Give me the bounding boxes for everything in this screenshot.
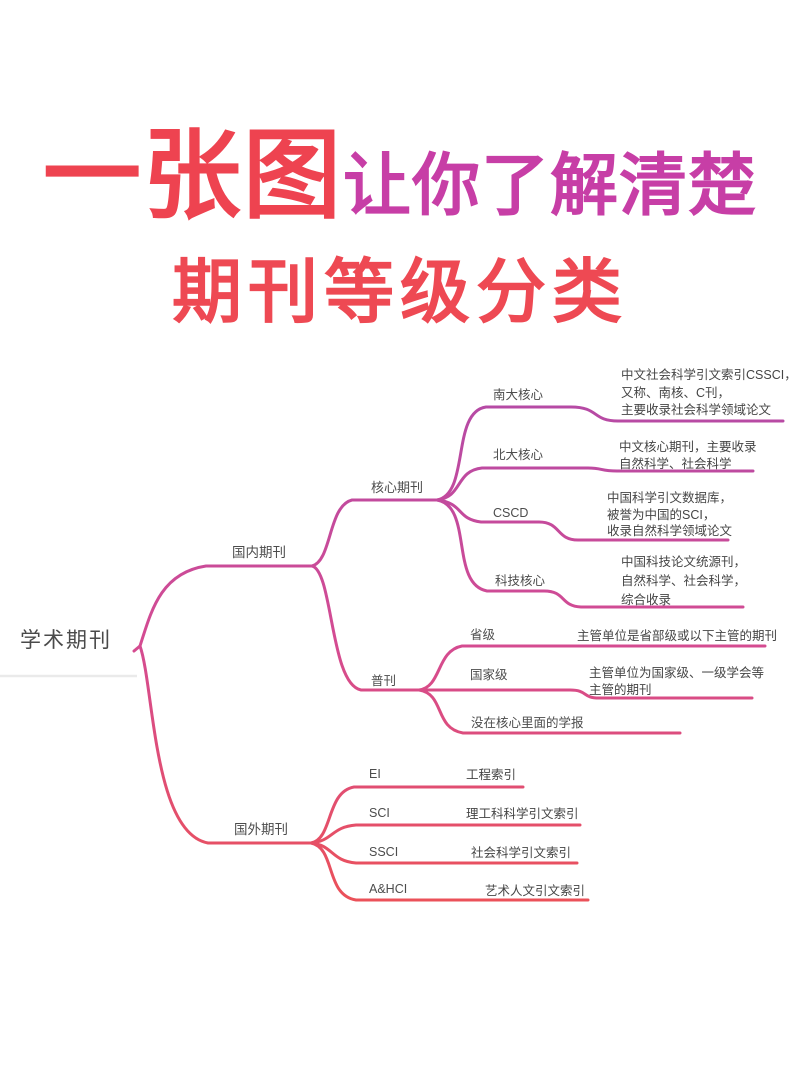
- desc-keji-line3: 综合收录: [621, 593, 672, 607]
- desc-nanda-line2: 又称、南核、C刊，: [621, 385, 731, 400]
- node-core-label: 核心期刊: [371, 480, 424, 495]
- poster-title-line1: 一张图 让你了解清楚: [0, 96, 800, 238]
- title-rest-text: 让你了解清楚: [343, 148, 758, 224]
- branch-pukan-shengji: [417, 644, 767, 692]
- desc-shengji: 主管单位是省部级或以下主管的期刊: [577, 629, 778, 643]
- desc-nanda: 中文社会科学引文索引CSSCI， 又称、南核、C刊， 主要收录社会科学领域论文: [621, 367, 797, 420]
- branch-core-beida: [435, 466, 755, 502]
- desc-guojiaji-line1: 主管单位为国家级、一级学会等: [589, 666, 765, 680]
- branch-core-nanda: [435, 405, 785, 502]
- poster-title-line2: 期刊等级分类: [172, 253, 628, 331]
- branch-foreign-ei: [309, 785, 525, 845]
- desc-beida-line2: 自然科学、社会科学: [619, 456, 732, 471]
- desc-cscd-line2: 被誉为中国的SCI，: [607, 507, 716, 522]
- desc-keji: 中国科技论文统源刊， 自然科学、社会科学， 综合收录: [621, 553, 746, 610]
- desc-ssci: 社会科学引文索引: [471, 846, 572, 860]
- node-ssci-label: SSCI: [369, 845, 399, 859]
- branch-foreign-ahci: [309, 841, 590, 902]
- desc-ahci: 艺术人文引文索引: [485, 884, 586, 898]
- node-shengji-label: 省级: [470, 628, 496, 642]
- node-keji-label: 科技核心: [495, 574, 546, 588]
- desc-sci: 理工科科学引文索引: [466, 807, 579, 821]
- node-cscd-label: CSCD: [493, 506, 529, 520]
- desc-ei: 工程索引: [466, 768, 517, 782]
- desc-cscd: 中国科学引文数据库， 被誉为中国的SCI， 收录自然科学领域论文: [607, 490, 732, 540]
- node-foreign-label: 国外期刊: [234, 822, 288, 837]
- desc-keji-line1: 中国科技论文统源刊，: [621, 555, 747, 569]
- node-beida-label: 北大核心: [493, 448, 544, 462]
- desc-nanda-line3: 主要收录社会科学领域论文: [621, 403, 772, 417]
- node-guojiaji-label: 国家级: [470, 668, 508, 682]
- branch-domestic-core: [310, 498, 439, 568]
- node-domestic-label: 国内期刊: [232, 545, 286, 560]
- node-ahci-label: A&HCI: [369, 882, 408, 896]
- node-ei-label: EI: [369, 767, 381, 781]
- root-node-tick: [132, 644, 142, 653]
- desc-beida-line1: 中文核心期刊，主要收录: [619, 440, 757, 454]
- node-root-label: 学术期刊: [20, 629, 112, 652]
- desc-cscd-line3: 收录自然科学领域论文: [607, 524, 733, 538]
- desc-guojiaji: 主管单位为国家级、一级学会等 主管的期刊: [589, 665, 764, 699]
- desc-nanda-line1: 中文社会科学引文索引CSSCI，: [621, 368, 797, 382]
- branch-foreign-sci: [309, 823, 582, 845]
- branch-domestic-pukan: [310, 564, 421, 692]
- node-xuebao-label: 没在核心里面的学报: [471, 716, 584, 730]
- node-nanda-label: 南大核心: [493, 388, 544, 402]
- branch-root-foreign: [138, 644, 313, 845]
- branch-core-cscd: [435, 498, 730, 542]
- title-accent-text: 一张图: [42, 120, 343, 230]
- desc-beida: 中文核心期刊，主要收录 自然科学、社会科学: [619, 439, 757, 472]
- node-sci-label: SCI: [369, 806, 390, 820]
- branch-root-domestic: [138, 564, 314, 648]
- branch-core-keji: [435, 498, 745, 609]
- desc-cscd-line1: 中国科学引文数据库，: [607, 491, 733, 505]
- branch-pukan-xuebao: [417, 688, 682, 735]
- desc-keji-line2: 自然科学、社会科学，: [621, 574, 747, 588]
- branch-pukan-guojiaji: [417, 688, 754, 700]
- node-pukan-label: 普刊: [371, 674, 397, 688]
- desc-guojiaji-line2: 主管的期刊: [589, 683, 652, 697]
